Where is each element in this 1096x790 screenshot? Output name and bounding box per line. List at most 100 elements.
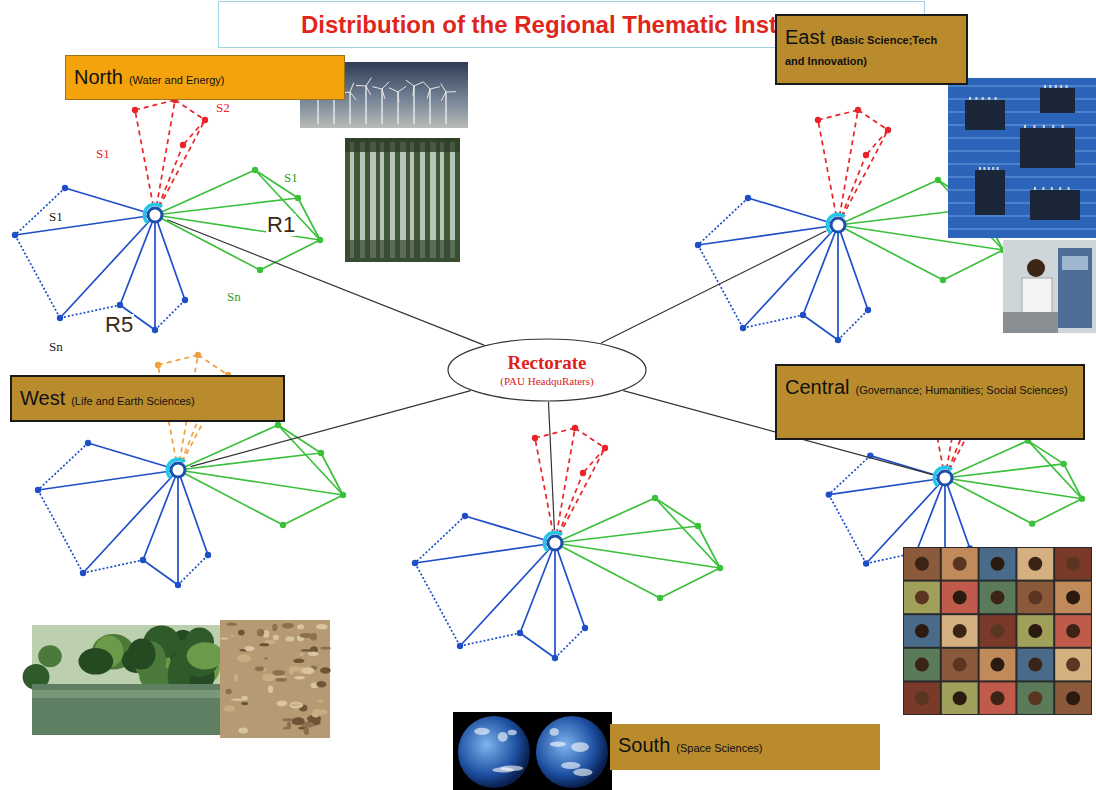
dashed-spoke: [555, 448, 605, 543]
people-collage-photo: [903, 547, 1092, 715]
tree: [187, 642, 224, 669]
cloud: [500, 765, 523, 771]
chip-pin: [969, 97, 971, 100]
collage-cell: [980, 548, 1016, 580]
site-dot: [280, 522, 286, 528]
site-dot: [572, 425, 578, 431]
spoke-line: [748, 198, 838, 225]
site-dot: [580, 470, 586, 476]
rock-grain: [308, 651, 319, 656]
photo-part: [32, 625, 220, 735]
institute-network: [12, 97, 323, 333]
site-dot: [132, 107, 138, 113]
site-dot: [202, 117, 208, 123]
site-dot: [412, 560, 418, 566]
site-dot: [457, 643, 463, 649]
chip-pin: [1034, 187, 1036, 190]
rock-grain: [293, 659, 304, 664]
hub-link: [548, 402, 554, 530]
site-dot: [740, 325, 746, 331]
site-dot: [745, 195, 751, 201]
rock-grain: [234, 674, 238, 681]
chip-pin: [995, 97, 997, 100]
site-dot: [652, 495, 658, 501]
turbine-blade: [382, 82, 389, 89]
spoke-line: [65, 188, 155, 215]
spoke-line: [555, 526, 698, 543]
spoke-line: [38, 470, 178, 490]
collage-cell: [942, 548, 978, 580]
dotted-link: [15, 235, 60, 318]
collage-cell: [942, 649, 978, 681]
dashed-link: [583, 448, 605, 473]
network-link: [1032, 499, 1082, 524]
chip-pin: [1043, 125, 1045, 128]
region-name: South: [618, 734, 670, 756]
site-dot: [62, 185, 68, 191]
cloud: [550, 742, 566, 747]
dotted-link: [698, 198, 748, 245]
rock-grain: [312, 711, 319, 717]
photo-part: [1003, 312, 1058, 333]
face: [953, 557, 967, 571]
rock-grain: [220, 637, 228, 639]
collage-cell: [1017, 548, 1053, 580]
spoke-line: [460, 543, 555, 646]
spoke-line: [465, 516, 555, 543]
dashed-spoke: [155, 120, 205, 215]
collage-cell: [904, 615, 940, 647]
cloud: [498, 732, 508, 742]
spoke-line: [945, 464, 1064, 478]
collage-cell: [942, 682, 978, 714]
rock-grain: [292, 717, 304, 725]
chip-pin: [1024, 125, 1026, 128]
face: [1028, 691, 1042, 705]
headquarters-ellipse: Rectorate(PAU HeadquRaters): [447, 338, 647, 402]
site-dot: [800, 312, 806, 318]
site-dot: [85, 440, 91, 446]
rock-grain: [273, 635, 279, 641]
turbine-blade: [350, 83, 354, 92]
site-dot: [317, 237, 323, 243]
spoke-line: [829, 478, 945, 495]
rock-grain: [300, 653, 304, 656]
turbine-blade: [372, 87, 382, 89]
hub-symbol: [938, 471, 952, 485]
site-dot: [340, 492, 346, 498]
rock-grain: [238, 728, 248, 734]
dotted-link: [178, 555, 208, 585]
region-box: East(Basic Science;Tech and Innovation): [775, 14, 968, 85]
turbine-blade: [366, 78, 371, 86]
rock-grain: [241, 702, 248, 705]
region-box: West(Life and Earth Sciences): [10, 375, 285, 422]
ring-label: R5: [104, 314, 134, 336]
photo-part: [1027, 259, 1045, 277]
turbine-tower: [349, 92, 350, 124]
collage-cell: [980, 682, 1016, 714]
chip-pin: [988, 167, 990, 170]
rock-grain: [292, 721, 298, 724]
chip: [1020, 128, 1075, 168]
network-link: [1028, 441, 1082, 499]
rock-grain: [283, 727, 289, 730]
rock-grain: [282, 623, 294, 629]
site-dot: [717, 565, 723, 571]
face: [991, 691, 1005, 705]
face: [953, 658, 967, 672]
dashed-link: [175, 100, 205, 120]
hub-symbol: [171, 463, 185, 477]
spoke-line: [60, 215, 155, 318]
rock-grain: [318, 700, 324, 703]
turbine-tower: [397, 92, 398, 124]
rock-grain: [268, 685, 273, 693]
collage-cell: [980, 582, 1016, 614]
turbine-blade: [398, 86, 406, 92]
turbine-blade: [366, 86, 371, 95]
dotted-link: [829, 456, 871, 495]
spoke-line: [83, 470, 178, 573]
turbine-blade: [441, 92, 446, 101]
dashed-link: [858, 110, 888, 130]
site-dot: [552, 655, 558, 661]
spoke-line: [837, 225, 839, 340]
